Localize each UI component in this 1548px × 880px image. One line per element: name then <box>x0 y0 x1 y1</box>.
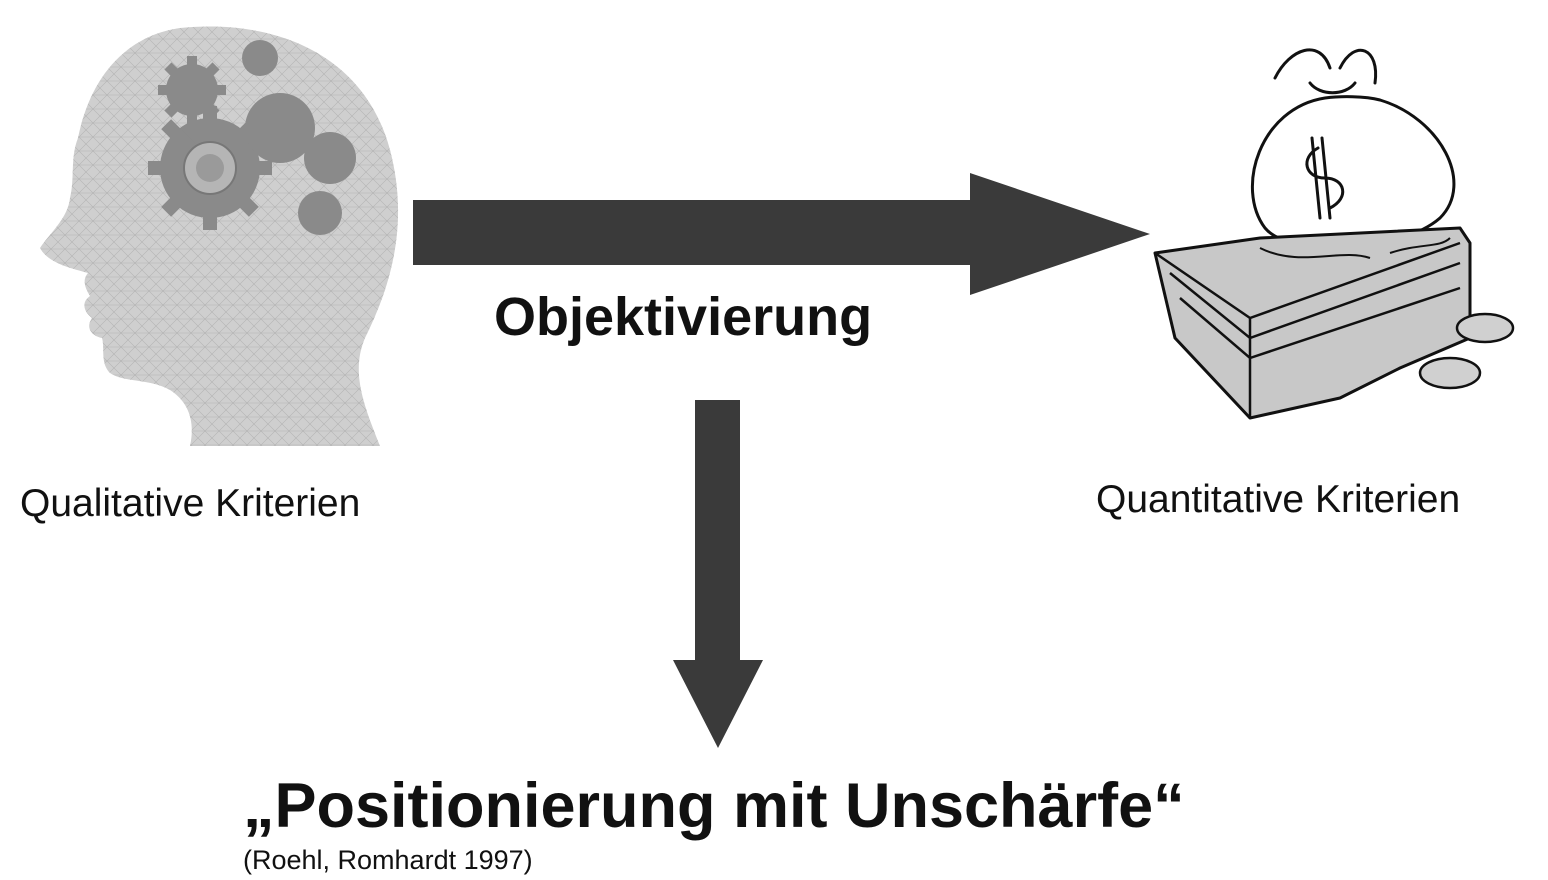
head-with-gears-icon <box>40 26 399 446</box>
quantitative-criteria-label: Quantitative Kriterien <box>1096 478 1461 521</box>
process-label: Objektivierung <box>494 287 873 347</box>
citation: (Roehl, Romhardt 1997) <box>243 845 533 875</box>
down-arrow <box>673 400 763 748</box>
qualitative-criteria-label: Qualitative Kriterien <box>20 482 361 525</box>
money-bag-icon <box>1153 48 1515 420</box>
result-label: „Positionierung mit Unschärfe“ <box>243 771 1185 841</box>
right-arrow <box>413 173 1150 295</box>
